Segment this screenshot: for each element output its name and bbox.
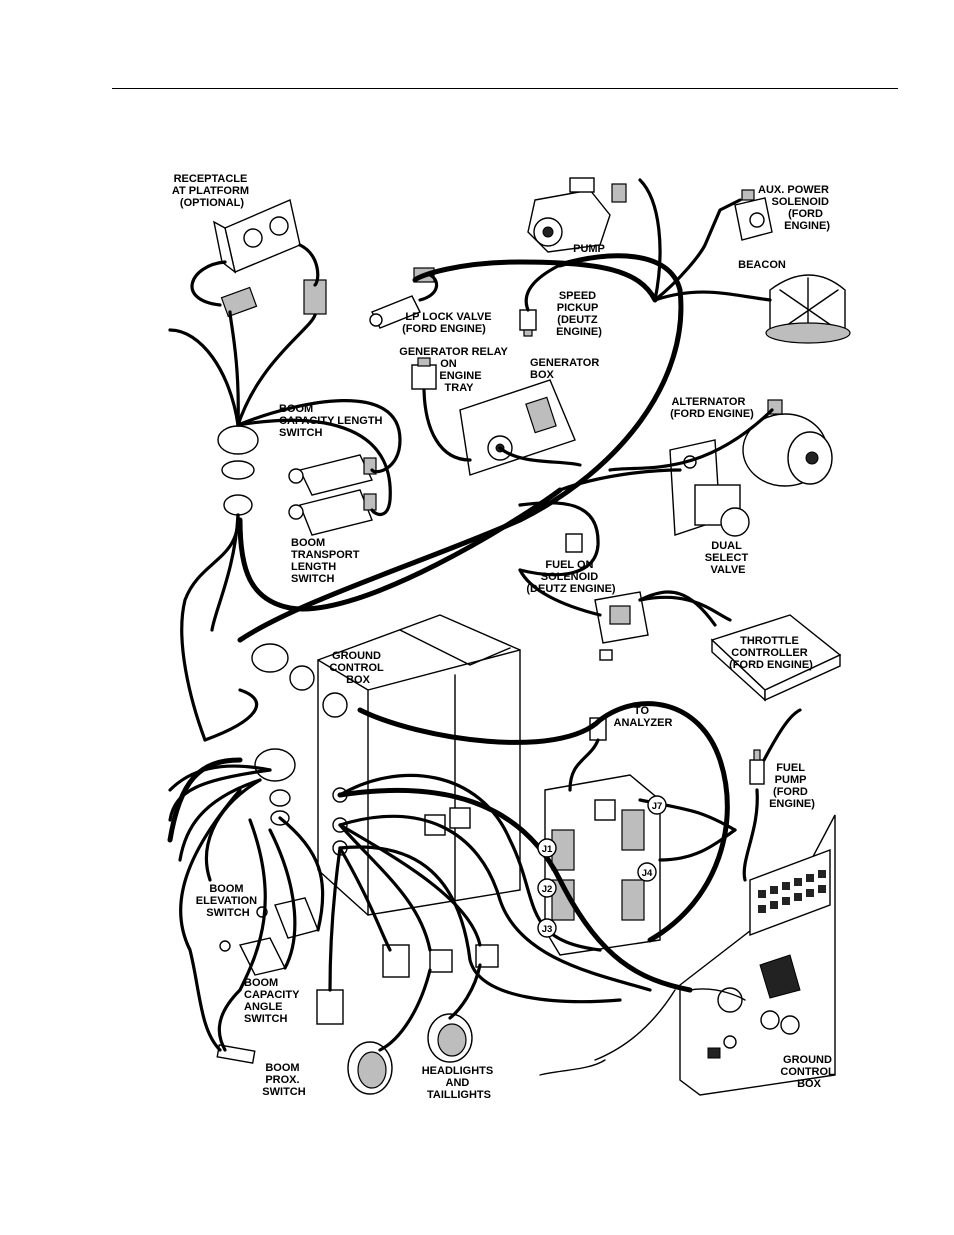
label-boom-transport-length-switch: BOOM TRANSPORT LENGTH SWITCH bbox=[291, 537, 363, 585]
headlight-left-part bbox=[347, 1041, 393, 1095]
label-speed-pickup: SPEED PICKUP (DEUTZ ENGINE) bbox=[556, 290, 602, 338]
label-fuel-pump: FUEL PUMP (FORD ENGINE) bbox=[769, 762, 815, 810]
speed-pickup-part bbox=[519, 309, 537, 337]
alternator-part bbox=[742, 399, 833, 487]
fuel-pump-part bbox=[749, 749, 765, 785]
label-fuel-on-solenoid: FUEL ON SOLENOID (DEUTZ ENGINE) bbox=[526, 559, 616, 595]
svg-text:J1: J1 bbox=[542, 844, 553, 855]
generator-relay-part bbox=[411, 357, 437, 390]
label-throttle-controller: THROTTLE CONTROLLER (FORD ENGINE) bbox=[729, 635, 813, 671]
boom-prox-switch-part bbox=[216, 1044, 256, 1064]
label-headlights-taillights: HEADLIGHTS AND TAILLIGHTS bbox=[422, 1065, 497, 1101]
boom-capacity-length-switch-part bbox=[288, 454, 377, 496]
label-to-analyzer: TO ANALYZER bbox=[614, 705, 673, 729]
connector-j2-badge: J2 bbox=[537, 878, 557, 898]
label-ground-control-box-top: GROUND CONTROL BOX bbox=[329, 650, 386, 686]
generator-box-part bbox=[459, 379, 576, 476]
header-rule bbox=[112, 88, 898, 89]
label-lp-lock-valve: LP LOCK VALVE (FORD ENGINE) bbox=[402, 311, 494, 335]
connector-j3-badge: J3 bbox=[537, 918, 557, 938]
svg-text:J2: J2 bbox=[542, 884, 553, 895]
beacon-part bbox=[765, 274, 851, 344]
label-alternator: ALTERNATOR (FORD ENGINE) bbox=[670, 396, 754, 420]
svg-text:J3: J3 bbox=[542, 924, 553, 935]
circuit-board-part bbox=[544, 774, 661, 956]
harness-wires bbox=[167, 178, 802, 1076]
pump-part bbox=[527, 177, 627, 253]
label-boom-elevation-switch: BOOM ELEVATION SWITCH bbox=[196, 883, 260, 919]
label-aux-power-solenoid: AUX. POWER SOLENOID (FORD ENGINE) bbox=[758, 184, 832, 232]
throttle-controller-part bbox=[710, 614, 842, 702]
boom-capacity-angle-switch-part bbox=[219, 937, 287, 976]
label-dual-select-valve: DUAL SELECT VALVE bbox=[705, 540, 751, 576]
fuel-on-solenoid-part bbox=[565, 533, 583, 553]
label-boom-capacity-angle-switch: BOOM CAPACITY ANGLE SWITCH bbox=[244, 977, 302, 1025]
throttle-relay-part bbox=[594, 591, 649, 661]
receptacle-part bbox=[213, 199, 301, 274]
label-receptacle: RECEPTACLE AT PLATFORM (OPTIONAL) bbox=[172, 173, 252, 209]
connector-j7-badge: J7 bbox=[647, 795, 667, 815]
svg-text:J4: J4 bbox=[642, 868, 653, 879]
boom-transport-length-switch-part bbox=[288, 489, 377, 536]
svg-text:J7: J7 bbox=[652, 801, 663, 812]
bulkhead-connectors bbox=[217, 279, 327, 826]
aux-power-solenoid-part bbox=[734, 189, 773, 241]
label-boom-capacity-length-switch: BOOM CAPACITY LENGTH SWITCH bbox=[279, 403, 386, 439]
label-beacon: BEACON bbox=[738, 259, 786, 271]
label-generator-box: GENERATOR BOX bbox=[530, 357, 602, 381]
harness-connector-blocks bbox=[316, 807, 499, 1025]
connector-j1-badge: J1 bbox=[537, 838, 557, 858]
label-boom-prox-switch: BOOM PROX. SWITCH bbox=[262, 1062, 305, 1098]
ground-control-panel-part bbox=[679, 814, 836, 1096]
headlight-right-part bbox=[427, 1013, 473, 1063]
connector-j4-badge: J4 bbox=[637, 862, 657, 882]
label-pump: PUMP bbox=[573, 243, 605, 255]
label-generator-relay: GENERATOR RELAY ON ENGINE TRAY bbox=[399, 346, 510, 394]
label-ground-control-box-bottom: GROUND CONTROL BOX bbox=[780, 1054, 837, 1090]
